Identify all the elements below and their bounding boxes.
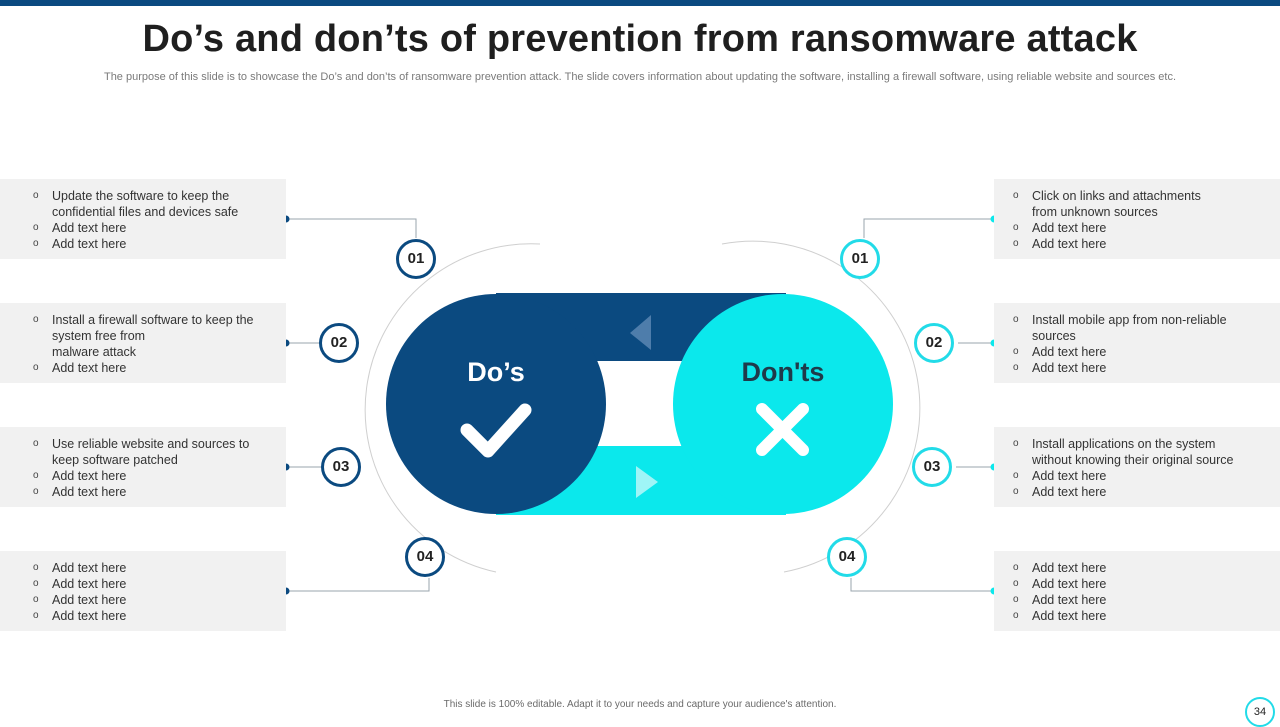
- bullet-icon: o: [1013, 222, 1019, 233]
- bullet-icon: o: [33, 314, 39, 325]
- bullet-icon: o: [33, 190, 39, 201]
- list-item: sources: [1032, 329, 1076, 343]
- bullet-icon: o: [1013, 610, 1019, 621]
- slide-title: Do’s and don’ts of prevention from ranso…: [142, 18, 1138, 60]
- dont-number-03: 03: [912, 447, 952, 487]
- right-arrow-icon: [636, 466, 658, 498]
- donts-label: Don'ts: [741, 357, 825, 387]
- bullet-icon: o: [33, 578, 39, 589]
- bullet-icon: o: [33, 486, 39, 497]
- bullet-icon: o: [1013, 190, 1019, 201]
- bullet-icon: o: [33, 470, 39, 481]
- dont-number-01: 01: [840, 239, 880, 279]
- dos-circle: [386, 294, 606, 514]
- footer-note: This slide is 100% editable. Adapt it to…: [443, 699, 837, 710]
- do-number-03: 03: [321, 447, 361, 487]
- list-item: without knowing their original source: [1032, 453, 1234, 467]
- list-item: keep software patched: [52, 453, 178, 467]
- donts-circle: [673, 294, 893, 514]
- bullet-icon: o: [1013, 486, 1019, 497]
- list-item: malware attack: [52, 345, 137, 359]
- do-number-01: 01: [396, 239, 436, 279]
- bullet-icon: o: [33, 238, 39, 249]
- list-item: system free from: [52, 329, 146, 343]
- bullet-icon: o: [33, 222, 39, 233]
- left-arrow-icon: [630, 315, 651, 350]
- bullet-icon: o: [33, 438, 39, 449]
- do-number-02: 02: [319, 323, 359, 363]
- slide-subtitle: The purpose of this slide is to showcase…: [103, 71, 1177, 83]
- connector-do-01: [286, 218, 417, 238]
- bullet-icon: o: [1013, 314, 1019, 325]
- bullet-icon: o: [1013, 362, 1019, 373]
- dont-number-02: 02: [914, 323, 954, 363]
- checkmark-icon: [460, 403, 532, 458]
- dont-number-04: 04: [827, 537, 867, 577]
- list-item: confidential files and devices safe: [52, 205, 239, 219]
- bullet-icon: o: [33, 362, 39, 373]
- connector-do-04: [286, 578, 430, 592]
- dos-label: Do’s: [467, 357, 525, 387]
- bullet-icon: o: [1013, 578, 1019, 589]
- bullet-icon: o: [1013, 438, 1019, 449]
- bullet-icon: o: [1013, 562, 1019, 573]
- bullet-icon: o: [1013, 470, 1019, 481]
- bullet-icon: o: [33, 610, 39, 621]
- list-item: from unknown sources: [1032, 205, 1158, 219]
- bullet-icon: o: [33, 594, 39, 605]
- page-number: 34: [1245, 697, 1275, 727]
- do-number-04: 04: [405, 537, 445, 577]
- bullet-icon: o: [33, 562, 39, 573]
- bullet-icon: o: [1013, 346, 1019, 357]
- cross-icon: [756, 403, 809, 456]
- bullet-icon: o: [1013, 238, 1019, 249]
- bullet-icon: o: [1013, 594, 1019, 605]
- top-accent-bar: [0, 0, 1280, 6]
- connector-dont-01: [863, 218, 994, 238]
- connector-dont-04: [850, 578, 994, 592]
